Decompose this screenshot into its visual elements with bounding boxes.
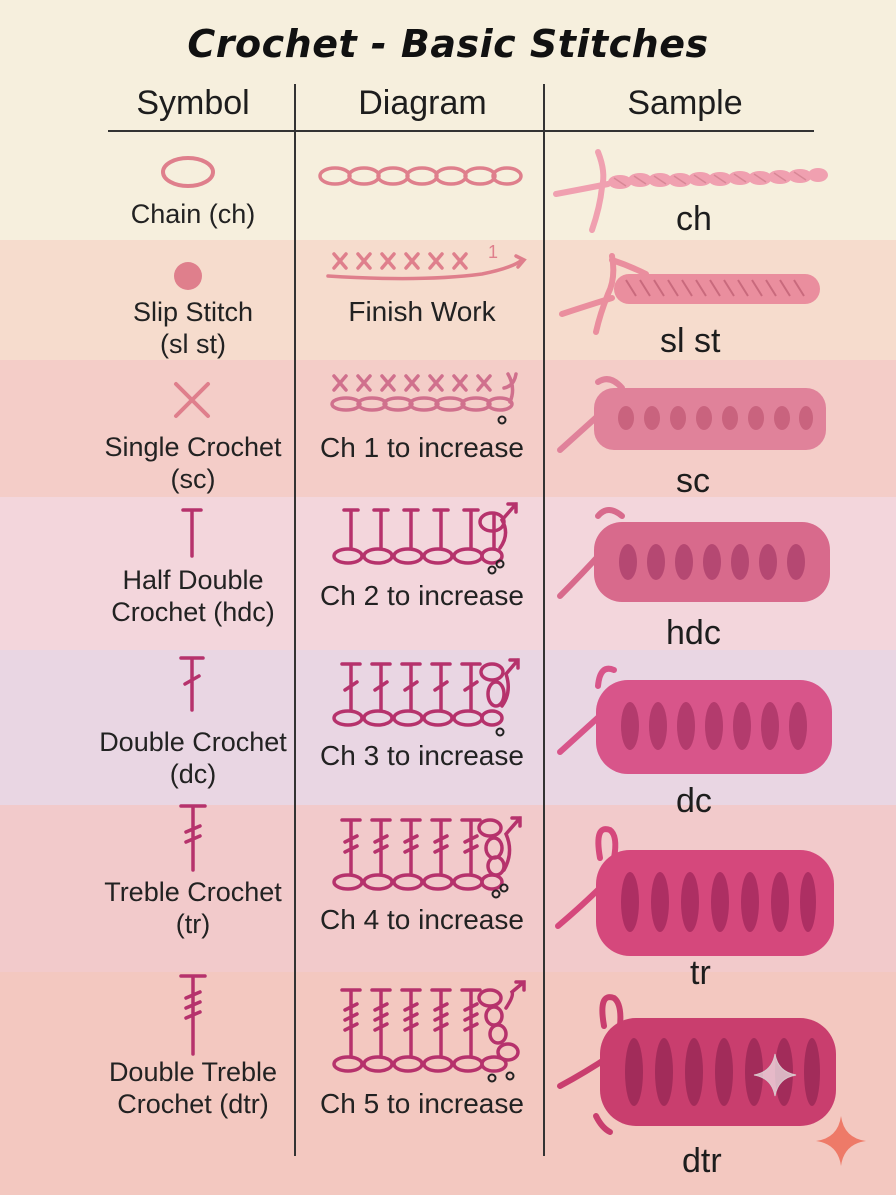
treble-crochet-label-line-2: (tr)	[175, 909, 211, 939]
slip-stitch-label-line-1: Slip Stitch	[132, 297, 254, 327]
column-header-symbol: Symbol	[136, 84, 250, 122]
double-treble-crochet-diagram	[332, 980, 526, 1083]
slip-stitch-label-line-2: (sl st)	[160, 329, 226, 359]
single-crochet-sample-image	[557, 376, 826, 453]
column-divider-left	[294, 84, 296, 1156]
half-double-crochet-sample-image	[557, 507, 830, 602]
chain-diagram	[318, 166, 523, 186]
double-treble-crochet-note: Ch 5 to increase	[320, 1088, 524, 1119]
treble-crochet-note: Ch 4 to increase	[320, 904, 524, 935]
treble-crochet-label-line-1: Treble Crochet	[104, 877, 282, 907]
slip-stitch-label: Slip Stitch (sl st)	[100, 296, 286, 360]
double-crochet-note: Ch 3 to increase	[320, 740, 524, 771]
single-crochet-diagram	[330, 372, 518, 425]
double-treble-crochet-sample-image	[557, 994, 836, 1135]
double-treble-crochet-abbr: dtr	[682, 1142, 722, 1180]
chain-label: Chain (ch)	[100, 198, 286, 230]
column-header-sample: Sample	[627, 84, 743, 122]
treble-crochet-symbol-icon	[179, 804, 207, 872]
slip-stitch-diagram-mark: 1	[488, 242, 498, 262]
double-crochet-label: Double Crochet (dc)	[86, 726, 300, 790]
sparkle-icon-large	[816, 1116, 866, 1166]
treble-crochet-sample-image	[555, 826, 834, 956]
treble-crochet-label: Treble Crochet (tr)	[86, 876, 300, 940]
slip-stitch-diagram: 1	[326, 242, 527, 281]
half-double-crochet-label-line-1: Half Double	[122, 565, 264, 595]
double-treble-crochet-label: Double Treble Crochet (dtr)	[86, 1056, 300, 1120]
single-crochet-note: Ch 1 to increase	[320, 432, 524, 463]
slip-stitch-note: Finish Work	[348, 296, 496, 327]
double-crochet-abbr: dc	[676, 782, 712, 820]
slip-stitch-sample-image	[559, 253, 820, 335]
single-crochet-label-line-1: Single Crochet	[104, 432, 282, 462]
single-crochet-label: Single Crochet (sc)	[86, 431, 300, 495]
column-header-diagram: Diagram	[358, 84, 487, 122]
slip-stitch-symbol-icon	[174, 262, 202, 290]
column-divider-right	[543, 84, 545, 1156]
half-double-crochet-abbr: hdc	[666, 614, 721, 652]
chain-sample-image	[553, 149, 828, 233]
half-double-crochet-diagram	[332, 502, 518, 575]
half-double-crochet-note: Ch 2 to increase	[320, 580, 524, 611]
half-double-crochet-label-line-2: Crochet (hdc)	[111, 597, 275, 627]
double-crochet-label-line-1: Double Crochet	[99, 727, 287, 757]
double-crochet-sample-image	[557, 665, 832, 774]
slip-stitch-abbr: sl st	[660, 322, 721, 360]
double-crochet-diagram	[332, 658, 520, 737]
single-crochet-symbol-icon	[174, 382, 210, 418]
chain-symbol-icon	[161, 156, 215, 188]
half-double-crochet-label: Half Double Crochet (hdc)	[86, 564, 300, 628]
half-double-crochet-symbol-icon	[181, 508, 203, 558]
chain-abbr: ch	[676, 200, 712, 238]
double-treble-crochet-label-line-2: Crochet (dtr)	[117, 1089, 269, 1119]
chain-label-line: Chain (ch)	[130, 199, 256, 229]
page-title: Crochet - Basic Stitches	[187, 22, 709, 66]
band-header	[0, 0, 896, 240]
double-treble-crochet-label-line-1: Double Treble	[108, 1057, 278, 1087]
sparkle-icon-small	[753, 1053, 797, 1097]
header-rule	[108, 130, 814, 132]
treble-crochet-diagram	[332, 816, 522, 899]
treble-crochet-abbr: tr	[690, 954, 711, 992]
double-crochet-label-line-2: (dc)	[169, 759, 217, 789]
double-treble-crochet-symbol-icon	[179, 974, 207, 1056]
single-crochet-label-line-2: (sc)	[170, 464, 216, 494]
double-crochet-symbol-icon	[179, 656, 205, 712]
single-crochet-abbr: sc	[676, 462, 710, 500]
